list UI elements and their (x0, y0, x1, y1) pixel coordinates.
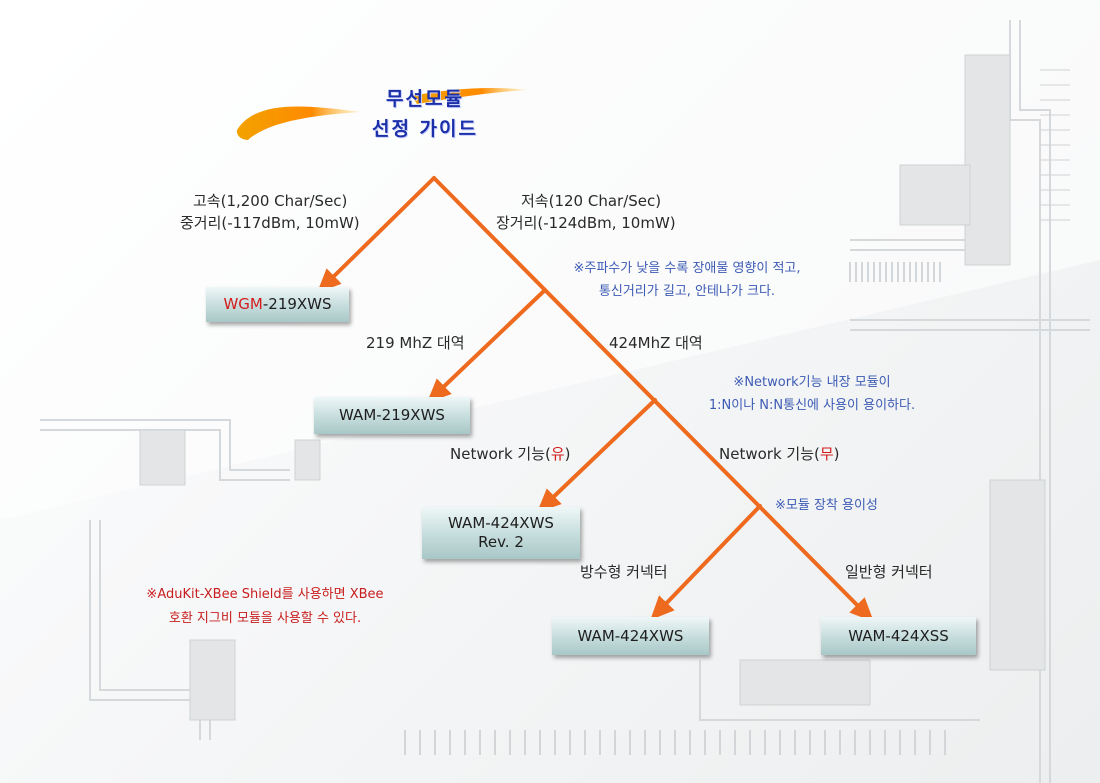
module-wam-424xss: WAM-424XSS (821, 617, 976, 655)
module-wgm-prefix: WGM (223, 295, 263, 313)
module-wam-424xss-label: WAM-424XSS (848, 626, 949, 645)
title-line-1: 무선모듈 (386, 88, 464, 110)
adukit-note: ※AduKit-XBee Shield를 사용하면 XBee 호환 지그비 모듈… (100, 583, 430, 631)
adukit-note-line-2: 호환 지그비 모듈을 사용할 수 있다. (168, 611, 362, 626)
mount-note: ※모듈 장착 용이성 (775, 498, 878, 513)
waterproof-connector-label: 방수형 커넥터 (580, 563, 668, 581)
arrow-to-wam424xws (650, 504, 762, 621)
title-swoosh (236, 88, 528, 140)
module-wam-424xws-rev2-line-2: Rev. 2 (478, 533, 524, 551)
band-424-label: 424MhZ 대역 (609, 334, 703, 352)
low-speed-label-1: 저속(120 Char/Sec) (521, 192, 662, 210)
network-no-suffix: ) (833, 445, 840, 463)
module-wam-424xws-label: WAM-424XWS (577, 626, 684, 645)
high-speed-label-2: 중거리(-117dBm, 10mW) (180, 214, 360, 232)
network-no-mark: 무 (819, 445, 834, 463)
normal-connector-label: 일반형 커넥터 (845, 563, 933, 581)
arrow-root-left (317, 176, 436, 293)
arrow-to-wam219 (426, 288, 547, 403)
network-yes-label: Network 기능(유) (450, 443, 571, 464)
network-note-line-2: 1:N이나 N:N통신에 사용이 용이하다. (708, 398, 916, 413)
module-wgm-219xws: WGM-219XWS (206, 287, 349, 322)
high-speed-label-1: 고속(1,200 Char/Sec) (193, 192, 348, 210)
title-line-2: 선정 가이드 (371, 118, 478, 140)
module-wam-219xws: WAM-219XWS (314, 397, 470, 434)
low-speed-label-2: 장거리(-124dBm, 10mW) (496, 214, 676, 232)
network-note-line-1: ※Network기능 내장 모듈이 (733, 375, 891, 390)
module-wgm-suffix: -219XWS (262, 295, 332, 313)
adukit-note-line-1: ※AduKit-XBee Shield를 사용하면 XBee (146, 587, 384, 602)
band-219-label: 219 MhZ 대역 (366, 334, 465, 352)
module-wam-424xws-rev2: WAM-424XWS Rev. 2 (422, 507, 580, 559)
module-wam-219xws-label: WAM-219XWS (339, 406, 445, 424)
frequency-note-line-2: 통신거리가 길고, 안테나가 크다. (598, 284, 776, 299)
frequency-note: ※주파수가 낮을 수록 장애물 영향이 적고, 통신거리가 길고, 안테나가 크… (532, 257, 842, 303)
network-yes-mark: 유 (550, 445, 565, 463)
module-wam-424xws: WAM-424XWS (552, 617, 709, 655)
network-yes-suffix: ) (564, 445, 571, 463)
frequency-note-line-1: ※주파수가 낮을 수록 장애물 영향이 적고, (573, 261, 801, 276)
arrow-to-wam424rev (536, 398, 657, 513)
module-wam-424xws-rev2-line-1: WAM-424XWS (448, 514, 554, 532)
network-no-prefix: Network 기능( (719, 445, 820, 463)
network-no-label: Network 기능(무) (719, 443, 840, 464)
network-note: ※Network기능 내장 모듈이 1:N이나 N:N통신에 사용이 용이하다. (662, 371, 962, 417)
arrow-root-right-trunk (432, 176, 874, 622)
network-yes-prefix: Network 기능( (450, 445, 551, 463)
